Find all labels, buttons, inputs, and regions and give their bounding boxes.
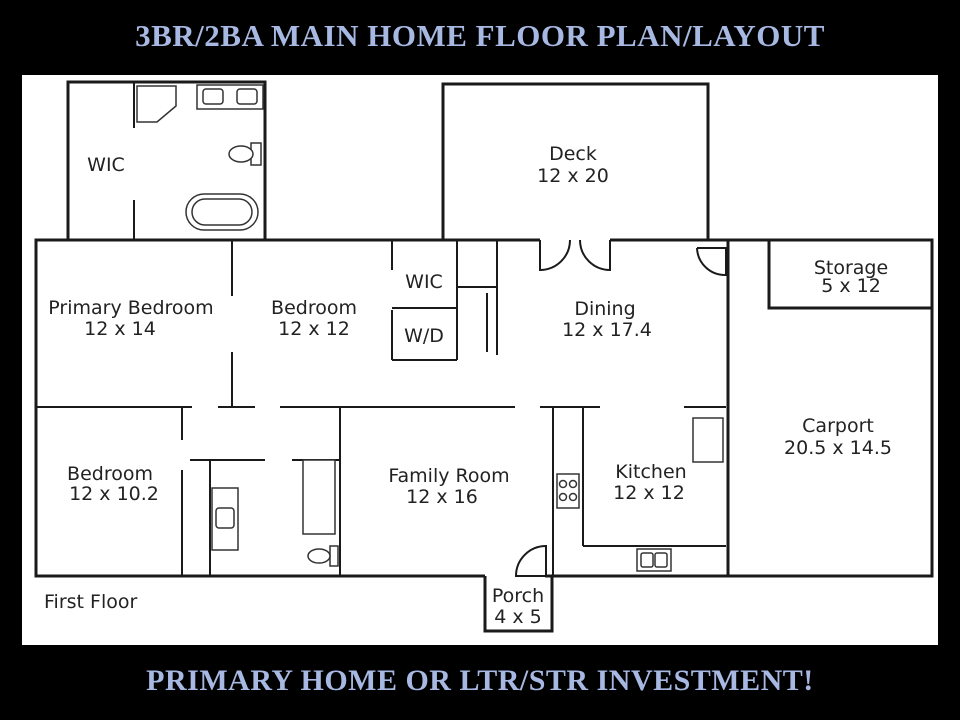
corner-shower-icon xyxy=(136,85,177,123)
bathtub-basin-icon xyxy=(191,198,253,226)
floor-plan-drawing: WIC Deck 12 x 20 Storage 5 x 12 Primary … xyxy=(34,80,934,633)
range-icon xyxy=(556,473,580,509)
primary-bedroom-label: Primary Bedroom xyxy=(48,297,213,319)
porch-door xyxy=(514,544,547,577)
sink-icon xyxy=(215,507,235,529)
carport-label: Carport xyxy=(802,415,874,437)
storage-size: 5 x 12 xyxy=(821,275,881,297)
floor-label: First Floor xyxy=(44,591,137,613)
fixtures xyxy=(136,84,724,572)
bedroom-2-size: 12 x 12 xyxy=(278,318,350,340)
kitchen-size: 12 x 12 xyxy=(613,482,685,504)
page-title: 3BR/2BA MAIN HOME FLOOR PLAN/LAYOUT xyxy=(135,18,825,53)
toilet-tank-icon xyxy=(329,545,339,567)
bath-bumpout-wall xyxy=(66,80,267,240)
storage-label: Storage xyxy=(814,257,888,279)
sink-icon xyxy=(202,88,224,105)
laundry-label: W/D xyxy=(404,325,444,347)
wic-hall-label: WIC xyxy=(405,271,443,293)
refrigerator-icon xyxy=(692,417,724,463)
sink-icon xyxy=(236,88,258,105)
toilet-icon xyxy=(228,145,254,163)
deck-size: 12 x 20 xyxy=(537,165,609,187)
bedroom-2-label: Bedroom xyxy=(271,297,357,319)
family-room-label: Family Room xyxy=(388,465,509,487)
walls xyxy=(34,80,934,633)
deck-door-right xyxy=(579,239,611,272)
deck-wall xyxy=(441,82,710,240)
doors xyxy=(514,239,727,577)
dining-label: Dining xyxy=(574,298,635,320)
deck-door-left xyxy=(539,239,571,272)
shower-icon xyxy=(302,459,336,535)
bedroom-3-label: Bedroom xyxy=(67,463,153,485)
kitchen-label: Kitchen xyxy=(615,461,686,483)
porch-wall xyxy=(483,576,554,633)
wic-primary-label: WIC xyxy=(87,154,125,176)
footer-caption: PRIMARY HOME OR LTR/STR INVESTMENT! xyxy=(146,664,814,697)
porch-label: Porch xyxy=(492,585,544,607)
room-labels: WIC Deck 12 x 20 Storage 5 x 12 Primary … xyxy=(44,143,892,628)
toilet-icon xyxy=(307,548,331,564)
carport-door xyxy=(696,247,727,277)
floor-plan: WIC Deck 12 x 20 Storage 5 x 12 Primary … xyxy=(22,75,938,645)
bedroom-3-size: 12 x 10.2 xyxy=(69,483,159,505)
porch-size: 4 x 5 xyxy=(494,606,542,628)
carport-size: 20.5 x 14.5 xyxy=(784,437,892,459)
dining-size: 12 x 17.4 xyxy=(562,319,652,341)
primary-bedroom-size: 12 x 14 xyxy=(84,318,156,340)
family-room-size: 12 x 16 xyxy=(406,486,478,508)
storage-wall xyxy=(767,238,934,310)
deck-label: Deck xyxy=(549,143,597,165)
